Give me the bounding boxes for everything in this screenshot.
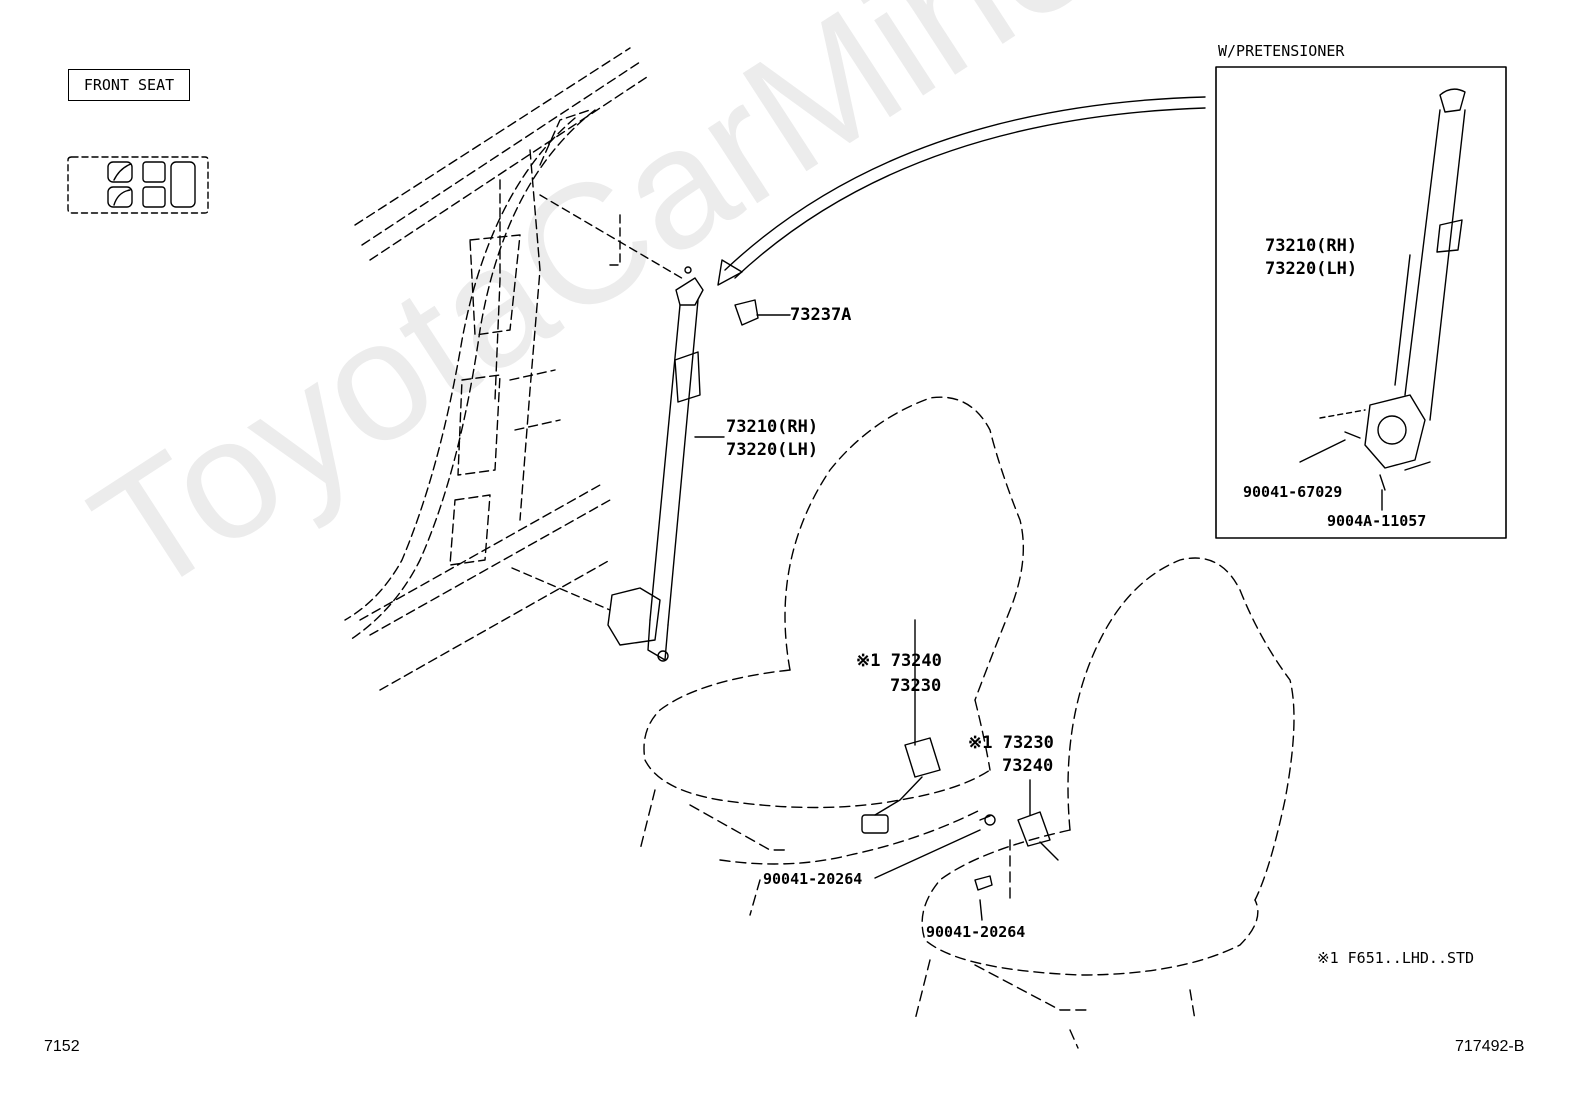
part-label-buckle-b1: ※1 73230 xyxy=(968,733,1054,753)
main-seatbelt-drawing xyxy=(607,266,759,662)
inset-seatbelt-drawing xyxy=(1319,88,1466,491)
right-seat-buckle xyxy=(974,779,1059,891)
leader-lines xyxy=(694,254,1411,921)
right-seat xyxy=(914,557,1295,1049)
part-label-belt-lh: 73220(LH) xyxy=(726,440,819,460)
inset-label-bolt-1: 90041-67029 xyxy=(1243,483,1343,501)
inset-label-bolt-2: 9004A-11057 xyxy=(1327,512,1427,530)
body-pillar xyxy=(344,47,651,691)
assembly-guide-lines xyxy=(511,194,686,611)
part-label-buckle-a1: ※1 73240 xyxy=(856,651,942,671)
inset-frame xyxy=(1215,66,1507,539)
inset-label-belt-rh: 73210(RH) xyxy=(1265,236,1358,256)
reference-arrow xyxy=(717,96,1206,286)
part-label-buckle-a2: 73230 xyxy=(890,676,942,696)
part-label-bolt-b: 90041-20264 xyxy=(926,923,1026,941)
inset-title: W/PRETENSIONER xyxy=(1218,42,1345,60)
left-seat-buckle xyxy=(861,619,996,834)
page-code-left: 7152 xyxy=(44,1038,80,1055)
page-code-right: 717492-B xyxy=(1455,1038,1525,1055)
part-label-buckle-b2: 73240 xyxy=(1002,756,1054,776)
part-label-bolt-a: 90041-20264 xyxy=(763,870,863,888)
part-label-belt-rh: 73210(RH) xyxy=(726,417,819,437)
footnote: ※1 F651..LHD..STD xyxy=(1317,949,1475,967)
left-seat xyxy=(639,396,1024,916)
front-seat-label: FRONT SEAT xyxy=(68,69,190,101)
seat-position-icon xyxy=(67,156,209,214)
inset-label-belt-lh: 73220(LH) xyxy=(1265,259,1358,279)
part-label-cover: 73237A xyxy=(790,305,852,325)
